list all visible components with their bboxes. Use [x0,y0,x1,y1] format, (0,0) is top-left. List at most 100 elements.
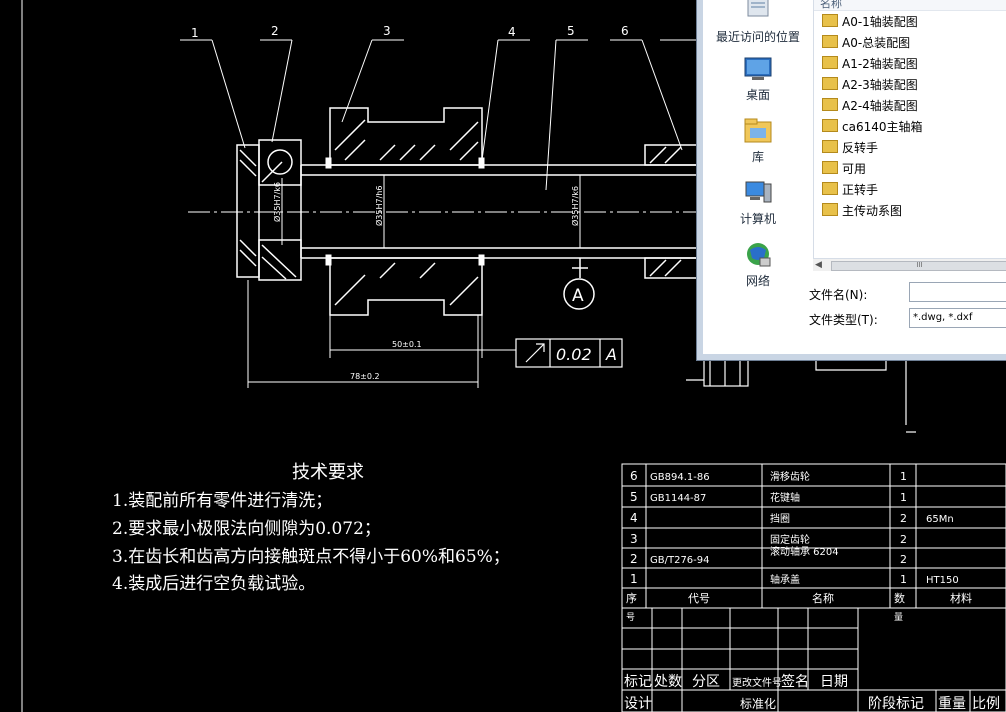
file-name: A1-2轴装配图 [842,57,918,71]
place-network[interactable]: 网络 [703,240,813,289]
file-list-item[interactable]: A2-4轴装配图 [822,96,918,116]
tb-count: 处数 [654,674,682,690]
bom-cell-qty: 1 [900,470,907,483]
folder-icon [822,14,838,27]
file-list-item[interactable]: A0-总装配图 [822,33,910,53]
place-recent[interactable]: 最近访问的位置 [703,0,813,45]
notes-title: 技术要求 [292,462,364,483]
bearing-cap [236,144,260,278]
diameter-dim-lines [281,175,581,248]
tb-scale: 比例 [972,696,1000,712]
scroll-thumb[interactable]: III [831,261,1006,271]
scroll-left-icon[interactable]: ◀ [815,260,822,270]
file-list-item[interactable]: A1-2轴装配图 [822,54,918,74]
notes-item: 1.装配前所有零件进行清洗； [112,491,333,511]
open-file-dialog: 最近访问的位置 桌面 库 计算机 [696,0,1006,361]
fcf-tolerance: 0.02 [556,345,592,364]
libraries-icon [744,118,772,143]
file-list-item[interactable]: 可用 [822,159,866,179]
folder-icon [822,77,838,90]
file-name: 主传动系图 [842,204,903,218]
spline-shaft [300,164,700,259]
leader-lines [180,39,696,191]
computer-icon [745,181,772,203]
bearing [258,139,302,281]
bom-cell-name: 固定齿轮 [770,533,810,546]
leader-3: 3 [383,24,391,38]
bom-header-code: 代号 [688,592,710,605]
places-bar: 最近访问的位置 桌面 库 计算机 [703,0,813,288]
bom-cell-name: 挡圈 [770,512,790,525]
file-name: 可用 [842,162,867,176]
tb-weight: 重量 [938,696,966,712]
place-desktop[interactable]: 桌面 [703,54,813,103]
place-label: 网络 [745,274,770,288]
tb-standard: 标准化 [740,697,776,711]
filename-label: 文件名(N): [809,288,868,302]
bom-cell-no: 6 [630,469,638,483]
tb-sign: 签名 [781,673,809,690]
notes-item: 2.要求最小极限法向侧隙为0.072； [112,519,381,539]
bom-header-material: 材料 [950,591,972,605]
folder-icon [822,35,838,48]
file-list-item[interactable]: A2-3轴装配图 [822,75,918,95]
bom-cell-qty: 2 [900,553,907,566]
leader-1: 1 [191,26,199,40]
folder-icon [822,140,838,153]
scroll-grip: III [916,261,923,269]
filetype-select[interactable]: *.dwg, *.dxf [909,308,1006,328]
bom-cell-no: 2 [630,552,638,566]
hidden-part-fragment [686,359,916,433]
bom-cell-mat: 65Mn [926,514,954,525]
bom-cell-qty: 2 [900,533,907,546]
folder-icon [822,182,838,195]
filename-input[interactable] [909,282,1006,302]
dim-length-50: 50±0.1 [392,340,422,349]
recent-places-icon [747,0,769,17]
folder-icon [822,161,838,174]
place-libraries[interactable]: 库 [703,116,813,165]
bom-cell-name: 花键轴 [770,491,800,504]
place-label: 库 [751,150,764,164]
bom-cell-code: GB894.1-86 [650,472,710,483]
file-name: 正转手 [842,183,879,197]
file-name: A0-1轴装配图 [842,15,918,29]
leader-5: 5 [567,24,575,38]
horizontal-scrollbar[interactable]: ◀ III [813,258,1006,271]
bom-cell-no: 4 [630,511,638,525]
column-header-name[interactable]: 名称 [814,0,1006,11]
file-list-item[interactable]: 主传动系图 [822,201,902,221]
file-name: A2-3轴装配图 [842,78,918,92]
file-name: A2-4轴装配图 [842,99,918,113]
file-list-item[interactable]: 正转手 [822,180,878,200]
bom-cell-mat: HT150 [926,575,959,586]
feature-control-frame [515,338,623,368]
leader-4: 4 [508,25,516,39]
file-list-item[interactable]: A0-1轴装配图 [822,12,918,32]
title-block-row1: 标记 处数 分区 更改文件号 签名 日期 [624,673,848,690]
bom-cell-qty: 1 [900,491,907,504]
bom-grid [621,463,1006,712]
notes-item: 3.在齿长和齿高方向接触斑点不得小于60%和65%； [112,547,510,567]
fcf-datum: A [605,345,617,364]
tb-stage: 阶段标记 [868,696,924,712]
tb-zone: 分区 [692,674,720,690]
dim-dia-bearing: Ø35H7/k6 [272,182,282,222]
file-list-item[interactable]: 反转手 [822,138,878,158]
dim-dia-gear: Ø35H7/h6 [374,186,384,226]
file-list-item[interactable]: ca6140主轴箱 [822,117,923,137]
tb-change-doc: 更改文件号 [732,676,782,689]
datum-label: A [572,286,584,306]
file-list[interactable]: 名称 A0-1轴装配图 A0-总装配图 A1-2轴装配图 A2-3轴装配图 A2-4轴装… [813,0,1006,258]
tb-date: 日期 [820,674,848,690]
dim-dia-shaft: Ø35H7/k6 [570,186,580,226]
retaining-ring [325,157,485,266]
folder-icon [822,98,838,111]
bom-cell-no: 5 [630,490,638,504]
dim-length-78: 78±0.2 [350,372,380,381]
place-computer[interactable]: 计算机 [703,178,813,227]
folder-icon [822,56,838,69]
bom-cell-no: 1 [630,572,638,586]
